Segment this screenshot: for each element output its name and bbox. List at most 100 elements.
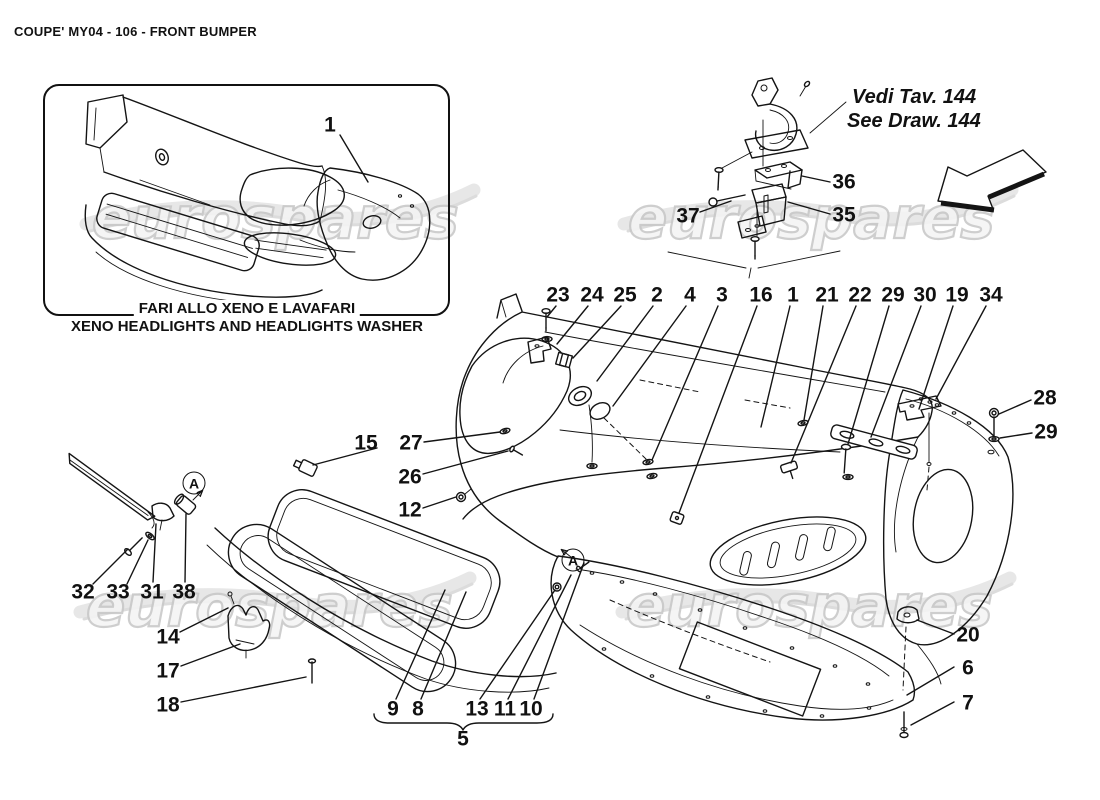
part-callout-5[interactable]: 5 <box>457 727 469 751</box>
leader-line-9 <box>395 589 446 700</box>
part-callout-9[interactable]: 9 <box>387 697 399 721</box>
part-callout-11[interactable]: 11 <box>493 697 517 721</box>
leader-line-18 <box>180 676 307 703</box>
reference-note-english: See Draw. 144 <box>847 110 981 132</box>
leader-line-12 <box>422 496 457 509</box>
part-callout-33[interactable]: 33 <box>106 580 130 604</box>
leader-line-17 <box>180 643 241 667</box>
leader-line-13 <box>479 589 556 700</box>
part-callout-35[interactable]: 35 <box>832 203 856 227</box>
leader-line-3 <box>651 305 719 461</box>
part-callout-20[interactable]: 20 <box>956 623 980 647</box>
part-callout-4[interactable]: 4 <box>684 283 696 307</box>
inset-caption-english: XENO HEADLIGHTS AND HEADLIGHTS WASHER <box>66 318 428 335</box>
part-callout-15[interactable]: 15 <box>354 431 378 455</box>
leader-line-34 <box>935 305 987 400</box>
part-callout-8[interactable]: 8 <box>412 697 424 721</box>
leader-line-6 <box>906 666 955 696</box>
part-callout-31[interactable]: 31 <box>140 580 164 604</box>
part-callout-12[interactable]: 12 <box>398 498 422 522</box>
leader-line-16 <box>678 305 758 514</box>
leader-line-11 <box>507 574 572 700</box>
inset-caption-italian: FARI ALLO XENO E LAVAFARI <box>133 300 361 317</box>
leader-line-15 <box>312 447 378 466</box>
leader-line-7 <box>910 701 955 726</box>
leader-line-24 <box>556 305 589 345</box>
part-callout-1[interactable]: 1 <box>787 283 799 307</box>
leader-line-37 <box>699 200 732 213</box>
grille-surround <box>227 523 457 693</box>
inset-box-border <box>43 84 450 316</box>
part-callout-38[interactable]: 38 <box>172 580 196 604</box>
part-callout-18[interactable]: 18 <box>156 693 180 717</box>
leader-line-1 <box>760 305 791 428</box>
part-callout-10[interactable]: 10 <box>519 697 543 721</box>
leader-line-32 <box>92 548 129 585</box>
leader-line-4 <box>612 305 687 407</box>
inset-bumper-drawing <box>84 94 431 304</box>
part-callout-36[interactable]: 36 <box>832 170 856 194</box>
leader-line-20 <box>916 619 955 635</box>
part-callout-27[interactable]: 27 <box>399 431 423 455</box>
leader-line-22 <box>790 305 857 464</box>
part-callout-19[interactable]: 19 <box>945 283 969 307</box>
direction-arrow <box>937 149 1047 213</box>
callout-leader-lines <box>92 134 1033 726</box>
part-callout-21[interactable]: 21 <box>815 283 839 307</box>
view-marker-A: A <box>561 548 585 572</box>
leader-line-31 <box>152 523 157 583</box>
leader-line-21 <box>803 305 824 421</box>
part-callout-13[interactable]: 13 <box>465 697 489 721</box>
part-callout-22[interactable]: 22 <box>848 283 872 307</box>
part-callout-28[interactable]: 28 <box>1033 386 1057 410</box>
part-callout-2[interactable]: 2 <box>651 283 663 307</box>
leader-line-25 <box>572 305 622 359</box>
leader-line-38 <box>184 513 187 583</box>
leader-line-23 <box>546 305 557 318</box>
leader-line-27 <box>423 431 501 443</box>
part-callout-26[interactable]: 26 <box>398 465 422 489</box>
leader-line-30 <box>870 305 922 438</box>
main-bumper-drawing <box>206 293 1014 721</box>
part-callout-14[interactable]: 14 <box>156 625 180 649</box>
leader-line-1 <box>339 134 369 183</box>
part-callout-30[interactable]: 30 <box>913 283 937 307</box>
leader-line-33 <box>126 539 149 585</box>
part-callout-17[interactable]: 17 <box>156 659 180 683</box>
part-callout-37[interactable]: 37 <box>676 204 700 228</box>
leader-line-14 <box>179 607 229 633</box>
fasteners <box>68 308 1000 739</box>
part-callout-24[interactable]: 24 <box>580 283 604 307</box>
group-brace <box>373 713 554 731</box>
part-callout-3[interactable]: 3 <box>716 283 728 307</box>
watermark-text: eurospares <box>627 183 996 253</box>
reference-note-italian: Vedi Tav. 144 <box>852 86 977 108</box>
leader-line-26 <box>422 450 509 475</box>
leader-line-2 <box>596 305 654 382</box>
leader-line-28 <box>998 399 1032 415</box>
part-callout-29[interactable]: 29 <box>881 283 905 307</box>
leader-line-36 <box>801 175 831 183</box>
part-callout-23[interactable]: 23 <box>546 283 570 307</box>
part-callout-16[interactable]: 16 <box>749 283 773 307</box>
part-callout-7[interactable]: 7 <box>962 691 974 715</box>
part-callout-6[interactable]: 6 <box>962 656 974 680</box>
leader-line-19 <box>918 305 954 410</box>
reference-leader-line <box>809 101 847 134</box>
fog-vent-plate <box>709 516 867 586</box>
leader-line-35 <box>787 201 831 215</box>
leader-line-29 <box>847 305 890 445</box>
part-callout-32[interactable]: 32 <box>71 580 95 604</box>
part-callout-1[interactable]: 1 <box>324 113 336 137</box>
undertray-drawing <box>550 555 916 721</box>
leader-line-8 <box>420 591 467 700</box>
part-callout-25[interactable]: 25 <box>613 283 637 307</box>
part-callout-34[interactable]: 34 <box>979 283 1003 307</box>
leader-line-29 <box>999 432 1033 439</box>
page-title: COUPE' MY04 - 106 - FRONT BUMPER <box>14 24 257 39</box>
part-callout-29[interactable]: 29 <box>1034 420 1058 444</box>
bracket-assembly-drawing <box>667 77 841 279</box>
view-marker-A: A <box>182 471 206 495</box>
